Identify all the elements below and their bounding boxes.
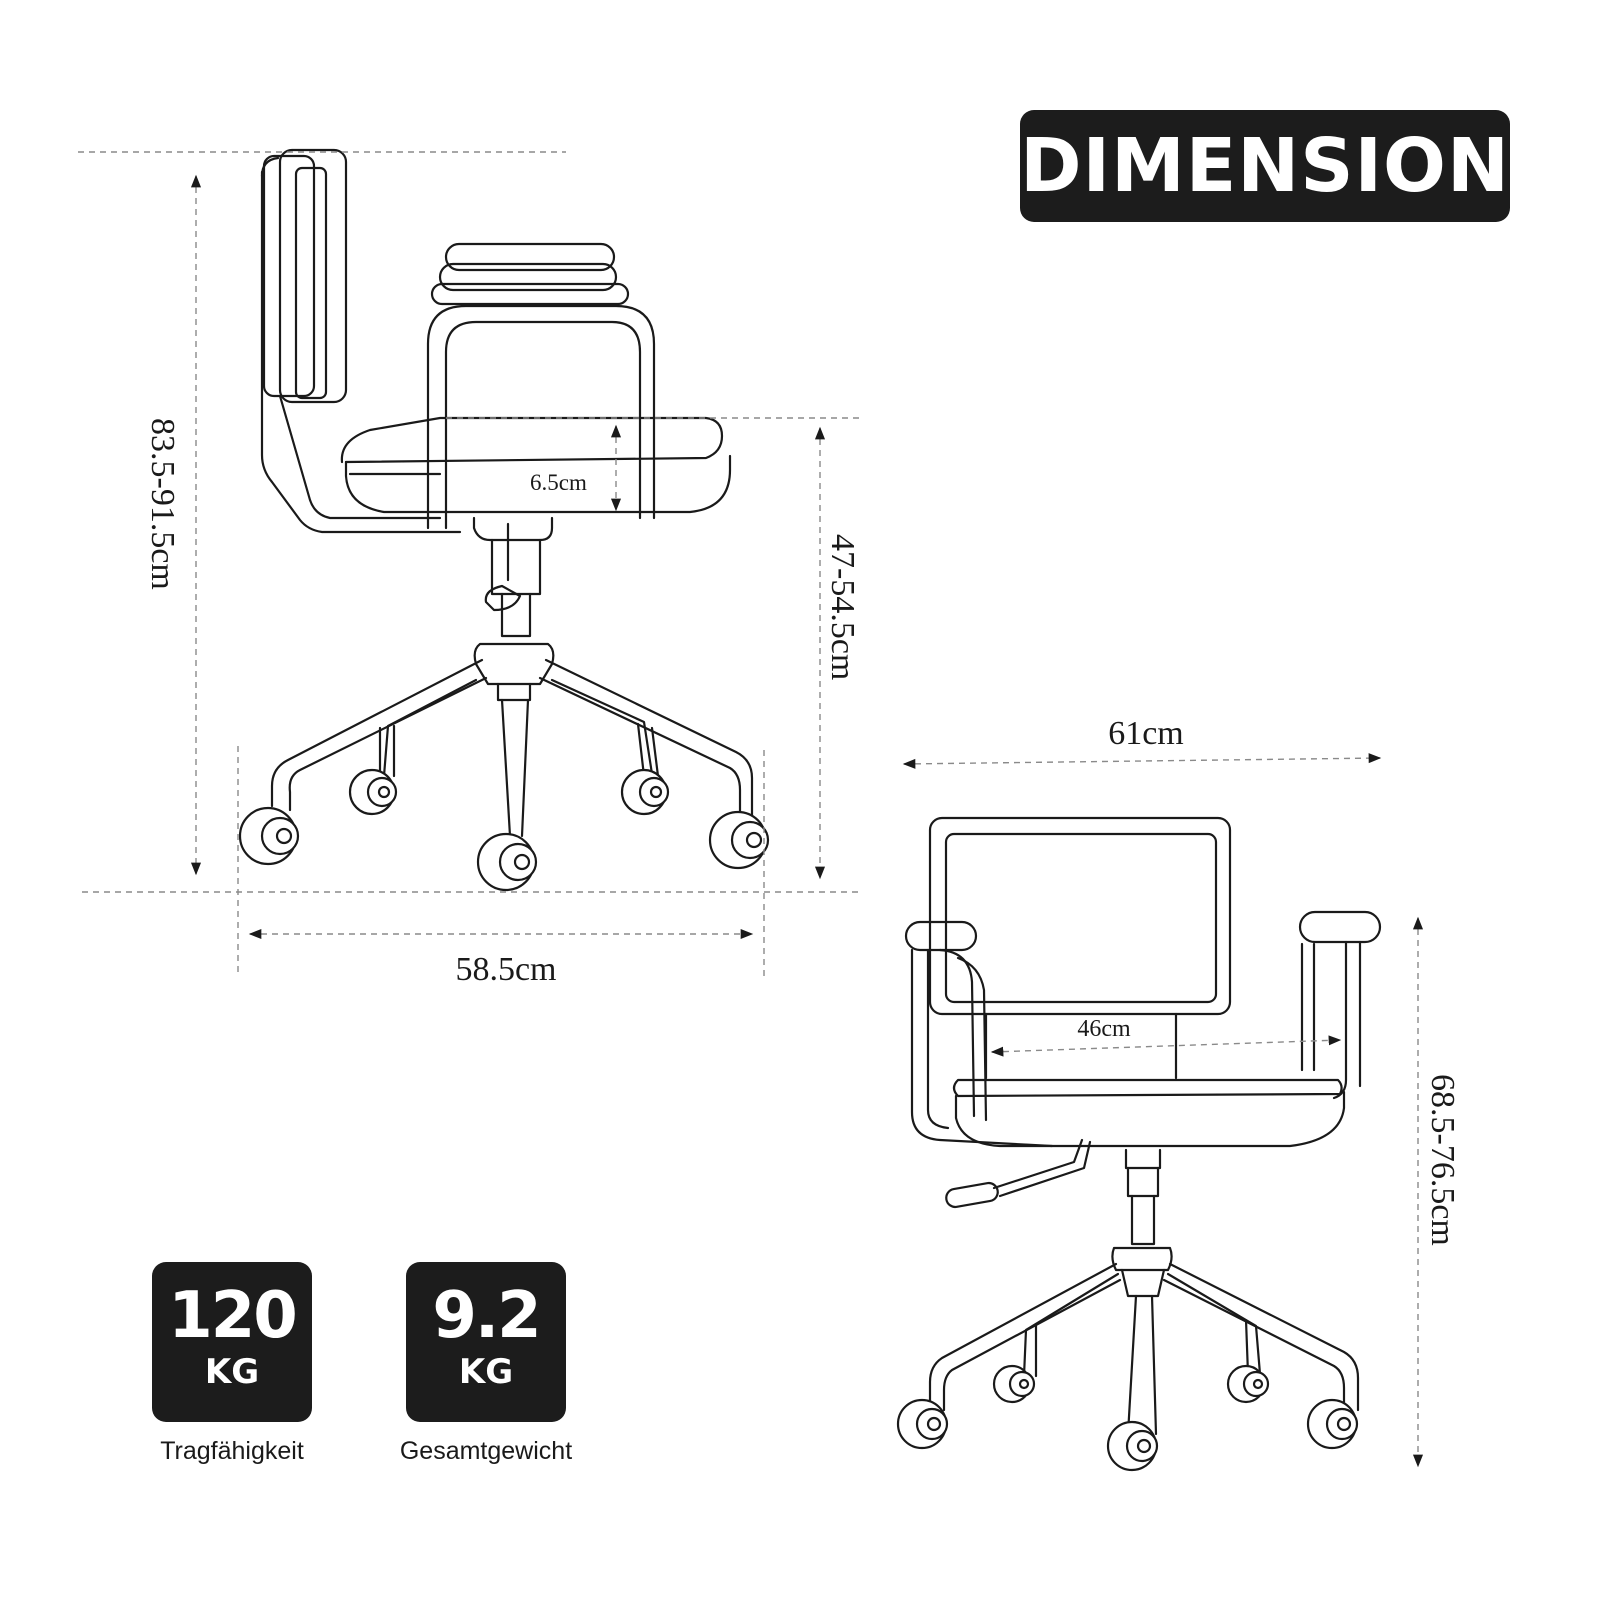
- caster-wheel: [348, 768, 398, 816]
- office-chair-front-view-icon: [896, 816, 1382, 1472]
- load-capacity-unit: KG: [204, 1352, 260, 1392]
- caster-wheel: [896, 1398, 949, 1450]
- caster-wheel: [1306, 1398, 1359, 1450]
- title-badge: DIMENSION: [1020, 110, 1510, 222]
- caster-wheel: [992, 1364, 1036, 1404]
- caster-wheel: [1226, 1364, 1270, 1404]
- total-height-label: 83.5-91.5cm: [144, 418, 181, 590]
- load-capacity-caption: Tragfähigkeit: [160, 1437, 304, 1465]
- load-capacity-badge: 120 KG: [152, 1262, 312, 1422]
- side-view-guides: [78, 151, 862, 976]
- page-title: DIMENSION: [1020, 123, 1510, 209]
- front-view-guides: [902, 753, 1424, 1468]
- load-capacity-value: 120: [168, 1279, 298, 1353]
- depth-label: 58.5cm: [455, 951, 556, 988]
- caster-wheel: [708, 810, 770, 870]
- caster-wheel: [476, 832, 538, 892]
- office-chair-side-view-icon: [238, 148, 770, 892]
- width-label: 61cm: [1108, 715, 1184, 752]
- armrest-height-label: 68.5-76.5cm: [1424, 1074, 1461, 1246]
- caster-wheel: [620, 768, 670, 816]
- seat-width-label: 46cm: [1077, 1016, 1131, 1042]
- total-weight-value: 9.2: [432, 1279, 541, 1353]
- seat-height-label: 47-54.5cm: [824, 534, 861, 680]
- caster-wheel: [238, 806, 300, 866]
- seat-thickness-label: 6.5cm: [530, 470, 587, 495]
- total-weight-unit: KG: [458, 1352, 514, 1392]
- total-weight-caption: Gesamtgewicht: [399, 1437, 573, 1465]
- total-weight-badge: 9.2 KG: [406, 1262, 566, 1422]
- caster-wheel: [1106, 1420, 1159, 1472]
